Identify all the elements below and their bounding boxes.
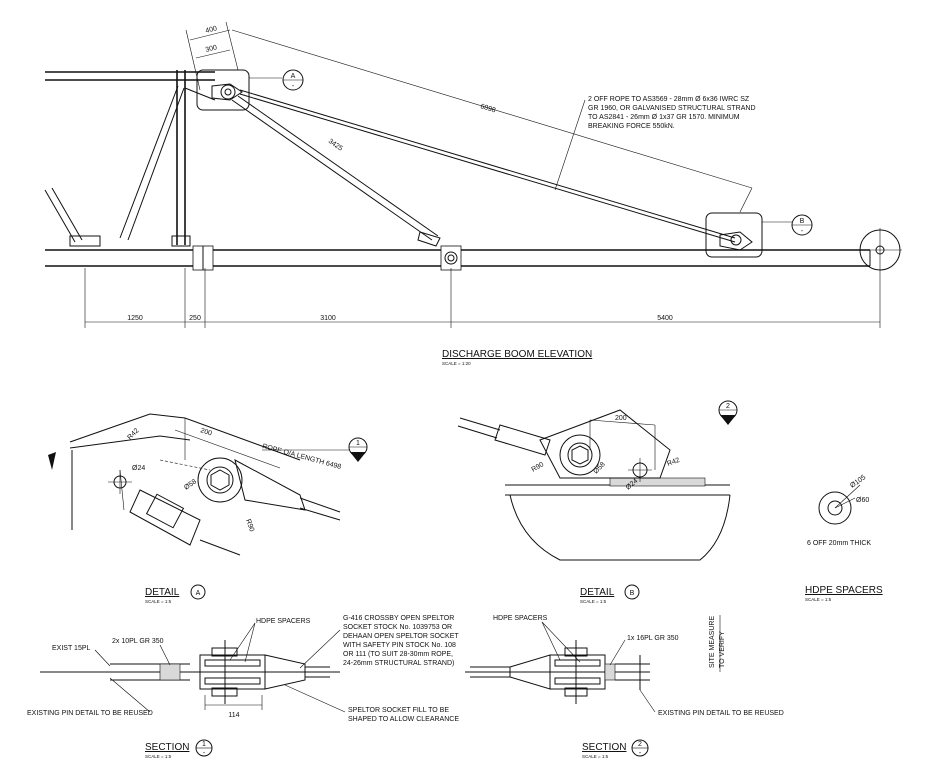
rope-upper bbox=[239, 89, 736, 239]
callout-b-dash: - bbox=[801, 228, 804, 235]
site-measure-line-2: TO VERIFY bbox=[719, 631, 726, 668]
section-2-existing-pin: EXISTING PIN DETAIL TO BE REUSED bbox=[658, 710, 784, 717]
section-1-exist-15pl: EXIST 15PL bbox=[52, 645, 91, 652]
spacers-scale: SCALE = 1:5 bbox=[805, 597, 832, 602]
dim-1250: 1250 bbox=[127, 315, 143, 322]
section-2-marker-dash: - bbox=[727, 413, 730, 420]
section-1: EXIST 15PL 2x 10PL GR 350 HDPE SPACERS E… bbox=[27, 615, 459, 759]
detail-a-dim-r90: R90 bbox=[244, 518, 255, 533]
socket-note-line-1: G-416 CROSSBY OPEN SPELTOR bbox=[343, 615, 454, 622]
rope-note-line-1: 2 OFF ROPE TO AS3569 - 28mm Ø 6x36 IWRC … bbox=[588, 96, 750, 103]
detail-a-title: DETAIL bbox=[145, 587, 180, 598]
section-1-title: SECTION bbox=[145, 742, 189, 753]
spacers-title: HDPE SPACERS bbox=[805, 585, 883, 596]
site-measure-line-1: SITE MEASURE bbox=[709, 616, 716, 668]
detail-b-dim-r90: R90 bbox=[531, 461, 546, 474]
section-1-tag: 1 bbox=[202, 741, 206, 748]
boom-elevation: A - B - 400 300 6898 3425 2 OFF ROPE TO … bbox=[44, 21, 902, 366]
callout-b-letter: B bbox=[800, 218, 805, 225]
section-2-scale: SCALE = 1:5 bbox=[582, 754, 609, 759]
detail-a: 200 R42 Ø24 Ø58 R90 ROPE O/A LENGTH 6498… bbox=[48, 413, 368, 604]
section-2-marker-num: 2 bbox=[726, 403, 730, 410]
dim-6898: 6898 bbox=[479, 103, 496, 114]
section-2: HDPE SPACERS 1x 16PL GR 350 SITE MEASURE… bbox=[465, 615, 784, 759]
section-2-marker[interactable]: 2 - bbox=[718, 400, 738, 425]
section-1-marker-num: 1 bbox=[356, 440, 360, 447]
detail-a-tag: A bbox=[196, 590, 201, 597]
section-2-hdpe-label: HDPE SPACERS bbox=[493, 615, 548, 622]
rope-note-line-2: GR 1960, OR GALVANISED STRUCTURAL STRAND bbox=[588, 105, 756, 112]
callout-a-letter: A bbox=[291, 73, 296, 80]
section-1-marker[interactable]: 1 - bbox=[348, 437, 368, 462]
section-1-existing-pin: EXISTING PIN DETAIL TO BE REUSED bbox=[27, 710, 153, 717]
strut-lower bbox=[231, 99, 433, 241]
detail-b-dim-r42: R42 bbox=[666, 457, 681, 468]
section-1-marker-dash: - bbox=[357, 450, 360, 457]
rope-note-line-4: BREAKING FORCE 550kN. bbox=[588, 123, 675, 130]
socket-note-line-4: WITH SAFETY PIN STOCK No. 108 bbox=[343, 642, 456, 649]
fill-note-line-1: SPELTOR SOCKET FILL TO BE bbox=[348, 707, 449, 714]
detail-b-dim-d58: Ø58 bbox=[592, 461, 606, 475]
section-2-tag-dash: - bbox=[639, 750, 642, 757]
spacer-inner bbox=[827, 500, 843, 516]
spacer-dim-d105: Ø105 bbox=[849, 474, 867, 490]
spacer-note: 6 OFF 20mm THICK bbox=[807, 540, 871, 547]
dim-3425: 3425 bbox=[327, 138, 344, 153]
callout-a[interactable]: A - bbox=[249, 69, 304, 91]
dim-5400: 5400 bbox=[657, 315, 673, 322]
section-1-tag-dash: - bbox=[203, 750, 206, 757]
callout-b[interactable]: B - bbox=[762, 214, 813, 236]
detail-b-scale: SCALE = 1:5 bbox=[580, 599, 607, 604]
socket-note-line-2: SOCKET STOCK No. 1039753 OR bbox=[343, 624, 452, 631]
detail-b-title: DETAIL bbox=[580, 587, 615, 598]
elevation-title: DISCHARGE BOOM ELEVATION bbox=[442, 349, 592, 360]
dim-3100: 3100 bbox=[320, 315, 336, 322]
callout-a-dash: - bbox=[292, 83, 295, 90]
section-1-10pl: 2x 10PL GR 350 bbox=[112, 638, 164, 645]
dim-400: 400 bbox=[205, 25, 218, 35]
spacer-dim-d60: Ø60 bbox=[856, 497, 869, 504]
detail-b-dim-200: 200 bbox=[615, 415, 627, 422]
elevation-scale: SCALE = 1:20 bbox=[442, 361, 471, 366]
detail-a-dim-200: 200 bbox=[199, 427, 212, 437]
detail-a-box bbox=[196, 69, 250, 111]
detail-a-dim-d58: Ø58 bbox=[183, 478, 198, 491]
rope-note-line-3: TO AS2841 - 26mm Ø 1x37 GR 1570. MINIMUM bbox=[588, 114, 740, 121]
rope-length-label: ROPE O/A LENGTH 6498 bbox=[261, 443, 341, 471]
section-2-tag: 2 bbox=[638, 741, 642, 748]
section-2-16pl: 1x 16PL GR 350 bbox=[627, 635, 679, 642]
dim-300: 300 bbox=[205, 44, 218, 54]
section-1-hdpe-label: HDPE SPACERS bbox=[256, 618, 311, 625]
socket-note-line-6: 24-26mm STRUCTURAL STRAND) bbox=[343, 660, 454, 667]
detail-a-dim-d24: Ø24 bbox=[132, 465, 145, 472]
detail-b: 200 R90 Ø58 R42 Ø24 2 - DETAIL SCALE = 1… bbox=[457, 400, 738, 604]
socket-note-line-3: DEHAAN OPEN SPELTOR SOCKET bbox=[343, 633, 459, 640]
fill-note-line-2: SHAPED TO ALLOW CLEARANCE bbox=[348, 716, 459, 723]
section-1-scale: SCALE = 1:5 bbox=[145, 754, 172, 759]
detail-a-scale: SCALE = 1:5 bbox=[145, 599, 172, 604]
splice-joint-2 bbox=[440, 245, 462, 271]
socket-note-line-5: OR 111 (TO SUIT 28-30mm ROPE, bbox=[343, 651, 453, 658]
detail-b-tag: B bbox=[630, 590, 635, 597]
hdpe-spacers: Ø105 Ø60 6 OFF 20mm THICK HDPE SPACERS S… bbox=[805, 474, 883, 602]
dim-250: 250 bbox=[189, 315, 201, 322]
detail-b-box bbox=[705, 212, 763, 258]
section-2-title: SECTION bbox=[582, 742, 626, 753]
section-1-dim-114: 114 bbox=[228, 712, 239, 719]
spacer-outer bbox=[818, 491, 852, 525]
